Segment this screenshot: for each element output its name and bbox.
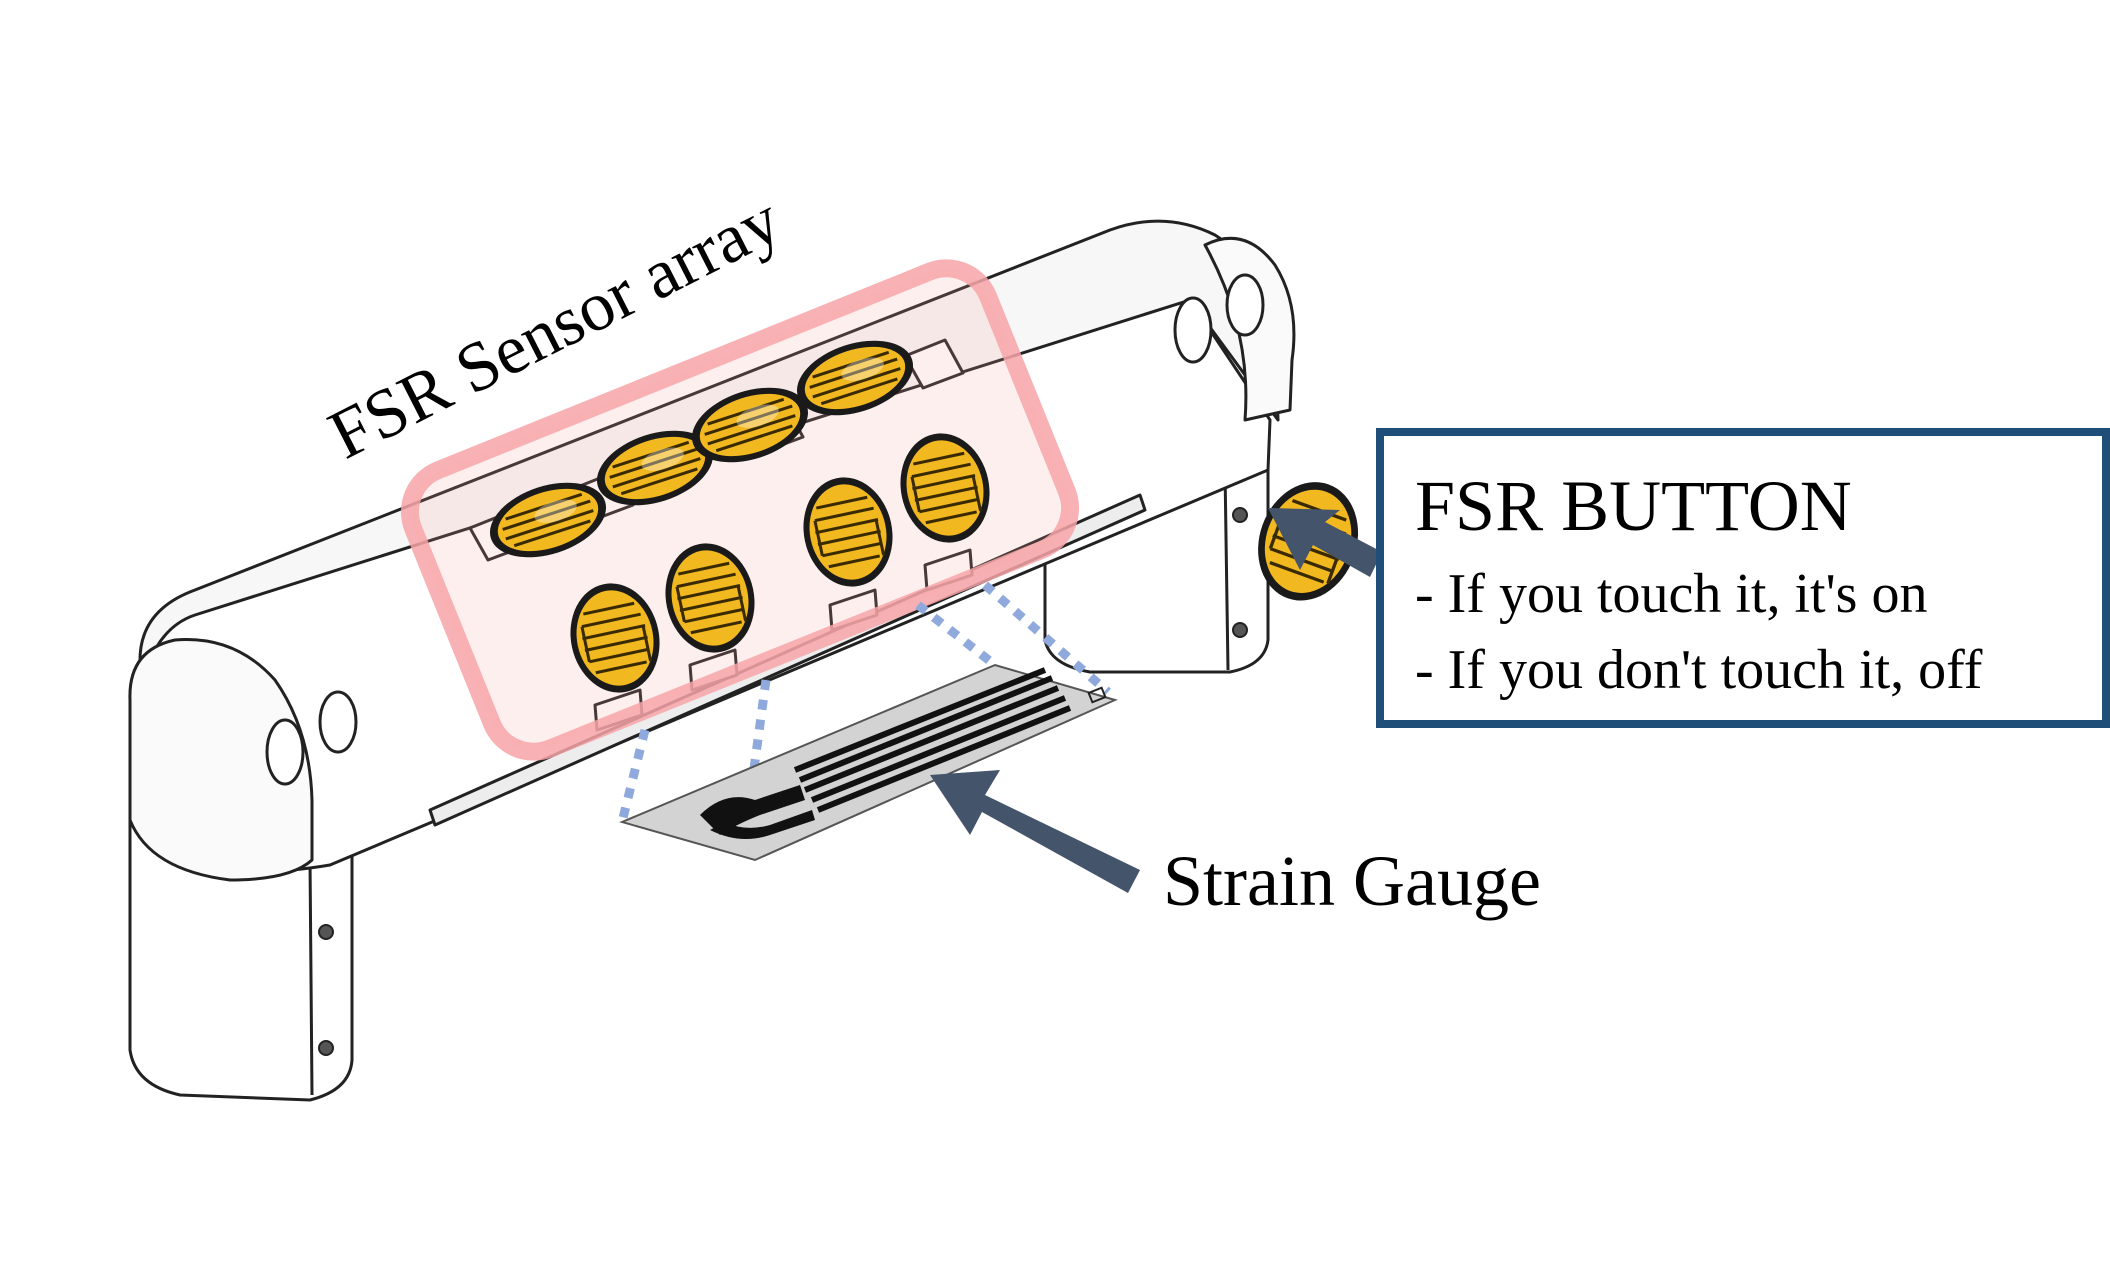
strain-gauge-arrow-icon	[930, 770, 1140, 893]
fsr-button-arrow-icon	[1268, 508, 1382, 577]
fsr-button-line-1: - If you touch it, it's on	[1415, 563, 1927, 625]
fsr-button-callout: FSR BUTTON - If you touch it, it's on - …	[1376, 428, 2110, 728]
strain-gauge-label: Strain Gauge	[1163, 841, 1541, 921]
fsr-button-title: FSR BUTTON	[1415, 466, 1852, 546]
strain-gauge	[618, 663, 1118, 862]
fsr-button-line-2: - If you don't touch it, off	[1415, 639, 1983, 701]
